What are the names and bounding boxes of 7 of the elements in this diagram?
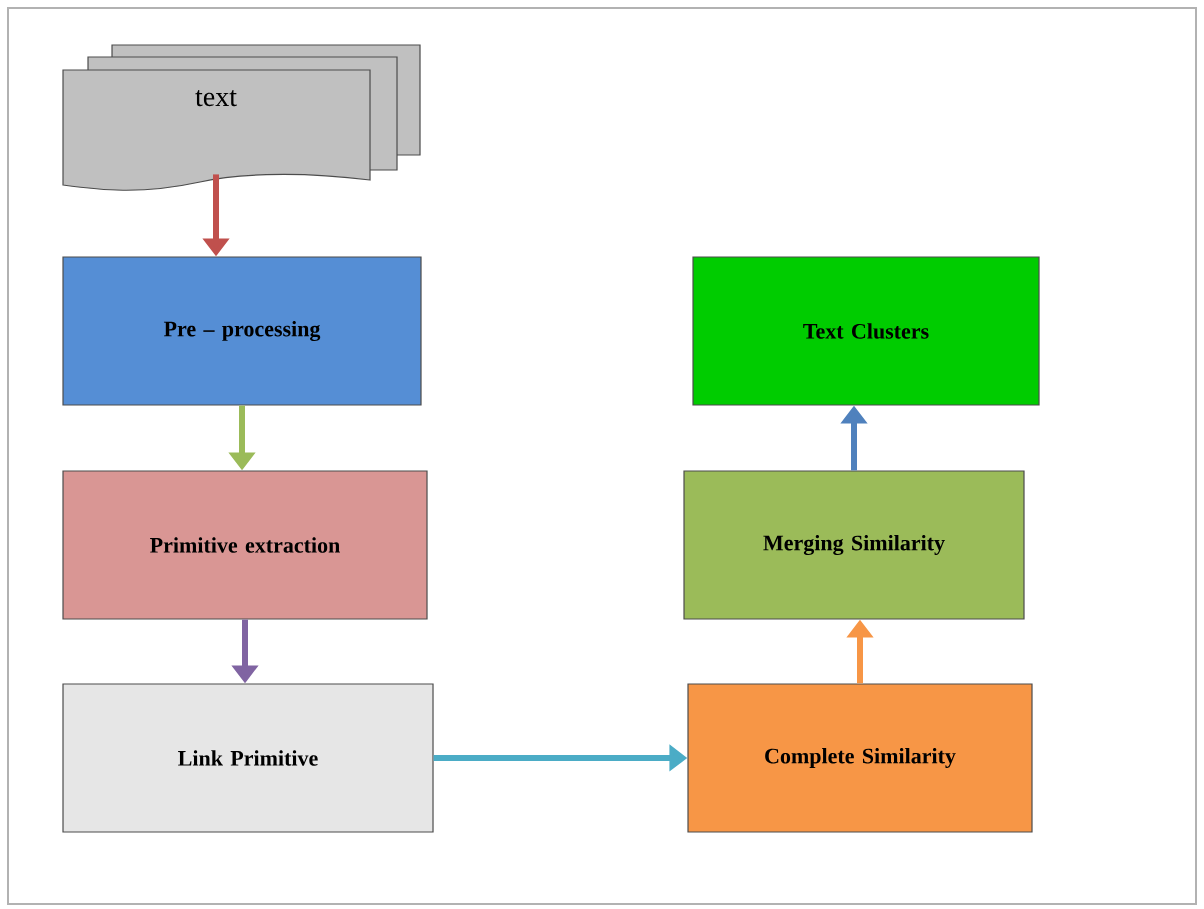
process-box: Primitive extraction [62, 470, 428, 620]
process-box: Text Clusters [692, 256, 1040, 406]
document-stack: text [62, 44, 421, 191]
process-box: Pre – processing [62, 256, 422, 406]
process-box: Link Primitive [62, 683, 434, 833]
process-box: Complete Similarity [687, 683, 1033, 833]
process-box: Merging Similarity [683, 470, 1025, 620]
